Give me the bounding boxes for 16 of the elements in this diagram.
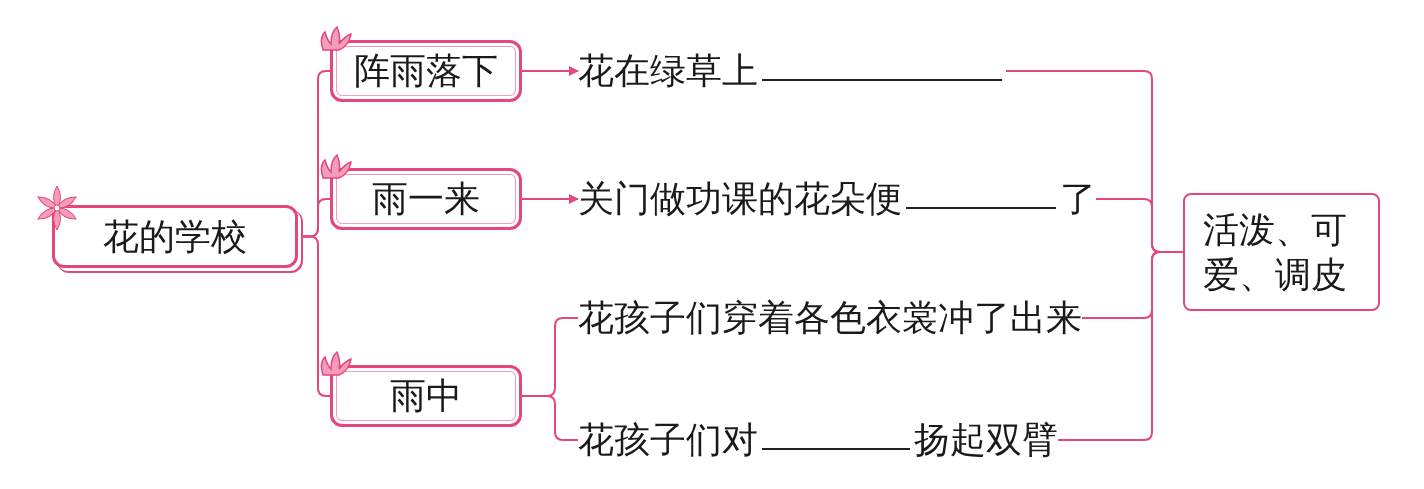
topic-text: 花的学校 bbox=[103, 214, 247, 259]
stage-text: 雨一来 bbox=[372, 177, 480, 221]
sentence-text: 扬起双臂 bbox=[914, 418, 1058, 462]
arrow bbox=[521, 66, 579, 76]
sentence-text: 了 bbox=[1060, 177, 1096, 221]
connector-line bbox=[521, 395, 579, 441]
sentence-text: 关门做功课的花朵便 bbox=[578, 177, 902, 221]
sentence-text: 花在绿草上 bbox=[578, 49, 758, 93]
summary-box bbox=[1183, 193, 1380, 311]
connector-line bbox=[1057, 251, 1184, 441]
summary-text: 活泼、可爱、调皮 bbox=[1202, 208, 1348, 297]
arrow bbox=[521, 194, 579, 204]
stage-text: 阵雨落下 bbox=[354, 49, 498, 93]
stage-text: 雨中 bbox=[390, 374, 462, 418]
sentence-text: 花孩子们穿着各色衣裳冲了出来 bbox=[578, 296, 1082, 340]
sentence-text: 花孩子们对 bbox=[578, 418, 758, 462]
